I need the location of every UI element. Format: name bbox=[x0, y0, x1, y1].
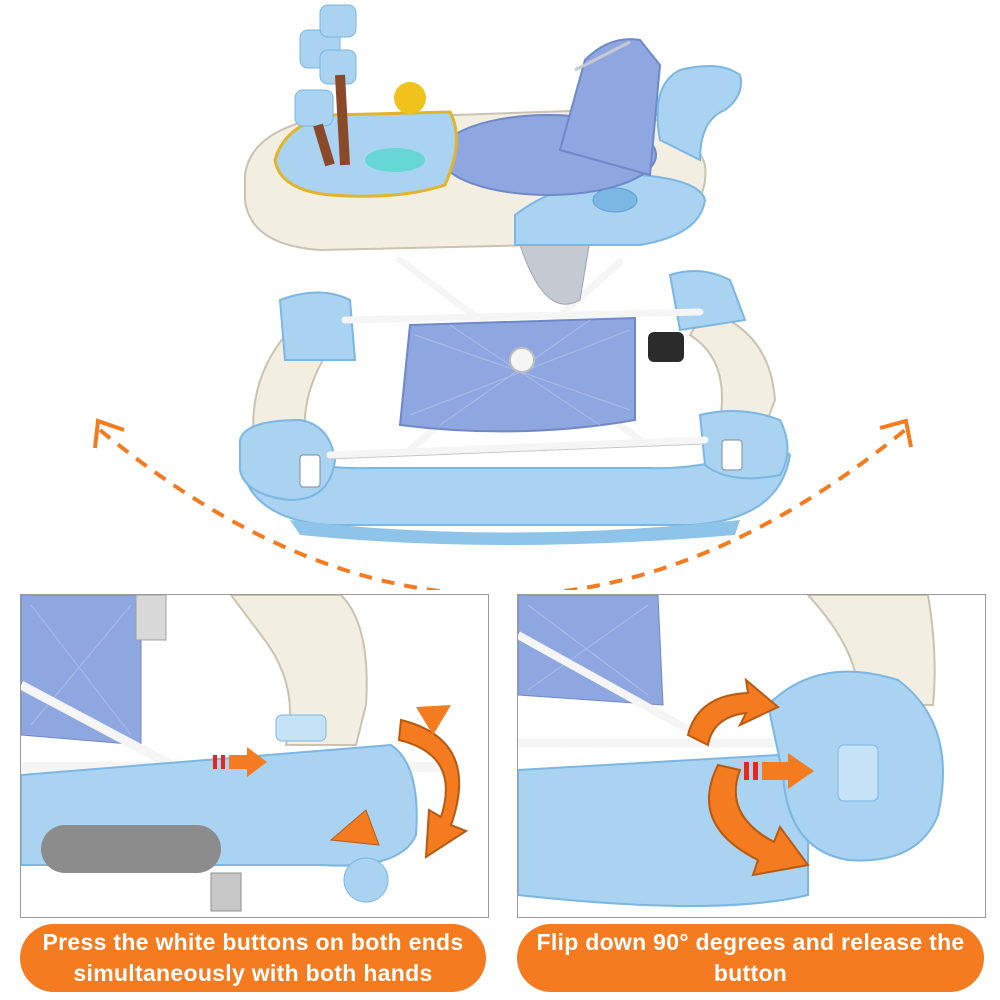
seat bbox=[439, 38, 662, 196]
frame-bar-outlines bbox=[329, 443, 706, 460]
detail-illustration-left bbox=[21, 595, 488, 917]
caption-left: Press the white buttons on both ends sim… bbox=[20, 924, 486, 992]
fabric-panel bbox=[398, 316, 636, 433]
rotate-arrow-icon bbox=[329, 705, 469, 859]
right-leg bbox=[648, 270, 789, 480]
white-button bbox=[837, 744, 879, 802]
seat-strap bbox=[519, 239, 591, 305]
detail-panel-left bbox=[20, 594, 489, 918]
walker-illustration bbox=[93, 4, 913, 597]
caption-left-text: Press the white buttons on both ends sim… bbox=[42, 929, 464, 986]
detail-illustration-right bbox=[518, 595, 985, 917]
hero-walker-image bbox=[93, 4, 913, 597]
frame-hub bbox=[509, 347, 535, 373]
white-button bbox=[275, 714, 327, 742]
toy-disc bbox=[365, 148, 425, 172]
toy-panel bbox=[273, 4, 458, 198]
rotate-arrow-icon bbox=[686, 677, 810, 877]
grip-pad bbox=[41, 825, 221, 873]
caption-right-text: Flip down 90° degrees and release the bu… bbox=[536, 929, 965, 986]
push-arrow-icon bbox=[744, 753, 814, 789]
push-arrow-icon bbox=[213, 747, 267, 777]
rock-arrow-left-icon bbox=[93, 418, 125, 449]
flower-toy bbox=[394, 82, 426, 114]
caption-right: Flip down 90° degrees and release the bu… bbox=[517, 924, 984, 992]
leg-detail bbox=[229, 595, 368, 746]
push-handle bbox=[656, 65, 742, 162]
rock-arrow-right-icon bbox=[879, 418, 913, 448]
wheel bbox=[343, 857, 389, 903]
left-leg bbox=[239, 291, 357, 502]
fabric-detail bbox=[518, 595, 664, 706]
detail-panel-right bbox=[517, 594, 986, 918]
